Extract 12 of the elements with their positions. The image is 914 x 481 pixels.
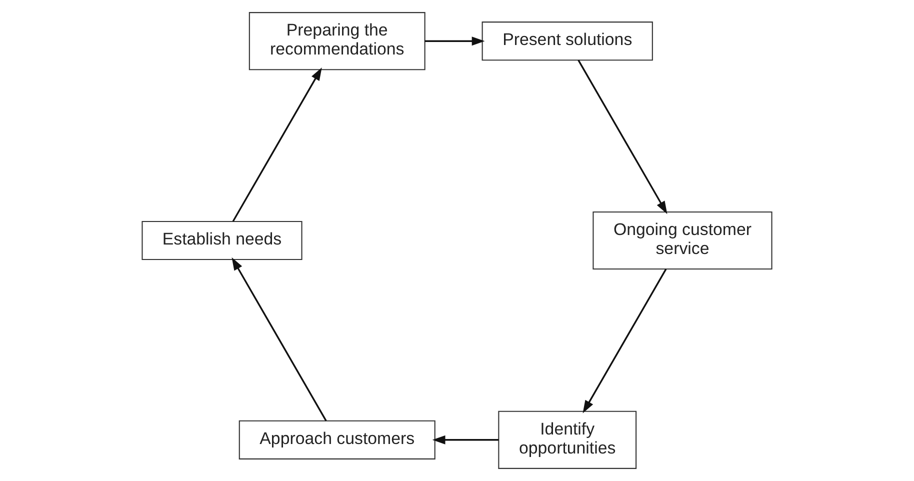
arrow [424, 36, 485, 46]
node-box: Preparing the recommendations [248, 12, 426, 70]
arrow [232, 257, 327, 422]
arrow [232, 68, 322, 222]
arrow [432, 435, 499, 444]
arrow [578, 60, 668, 214]
node-box: Present solutions [482, 22, 653, 61]
node-box: Ongoing customer service [592, 211, 772, 270]
node-box: Approach customers [238, 420, 436, 460]
node-box: Establish needs [142, 220, 302, 260]
arrow [582, 268, 667, 414]
node-box: Identify opportunities [498, 410, 637, 469]
